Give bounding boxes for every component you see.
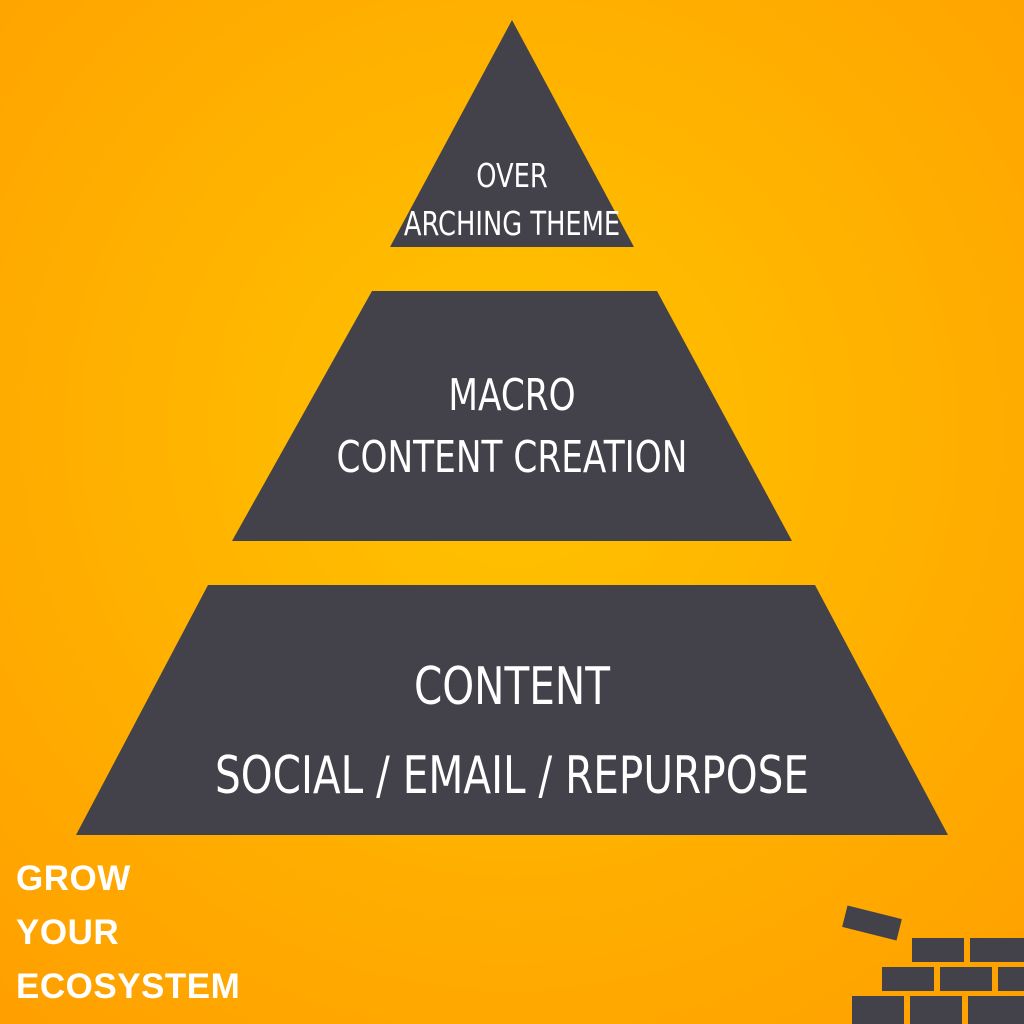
- tier-top-line-1: OVER: [476, 156, 548, 195]
- brand-line-1: GROW: [16, 859, 131, 898]
- brick: [882, 967, 934, 991]
- brand-line-2: YOUR: [16, 913, 120, 952]
- pyramid-tier-top: [390, 20, 634, 247]
- pyramid-tier-bottom: [76, 585, 948, 835]
- tier-middle-label: MACRO CONTENT CREATION: [113, 365, 912, 489]
- tier-top-label: OVER ARCHING THEME: [113, 152, 912, 248]
- tier-middle-line-1: MACRO: [448, 370, 576, 421]
- tier-bottom-line-2: SOCIAL / EMAIL / REPURPOSE: [214, 746, 810, 806]
- brick: [912, 938, 964, 962]
- brick: [968, 996, 1024, 1024]
- brick: [970, 938, 1024, 962]
- tier-bottom-subtitle: SOCIAL / EMAIL / REPURPOSE: [113, 745, 912, 807]
- brand-line-3: ECOSYSTEM: [16, 967, 241, 1006]
- tier-middle-line-2: CONTENT CREATION: [336, 432, 688, 483]
- pyramid-tier-middle: [232, 291, 792, 541]
- brick: [940, 967, 992, 991]
- tier-bottom-line-1: CONTENT: [413, 657, 611, 717]
- brick-wall-icon: [842, 905, 1024, 1024]
- brick: [998, 967, 1024, 991]
- brand-logo-text: GROW YOUR ECOSYSTEM: [16, 852, 240, 1014]
- falling-brick: [842, 905, 902, 941]
- brick: [852, 996, 904, 1024]
- tier-bottom-title: CONTENT: [113, 656, 912, 718]
- tier-top-line-2: ARCHING THEME: [403, 204, 621, 243]
- brick: [910, 996, 962, 1024]
